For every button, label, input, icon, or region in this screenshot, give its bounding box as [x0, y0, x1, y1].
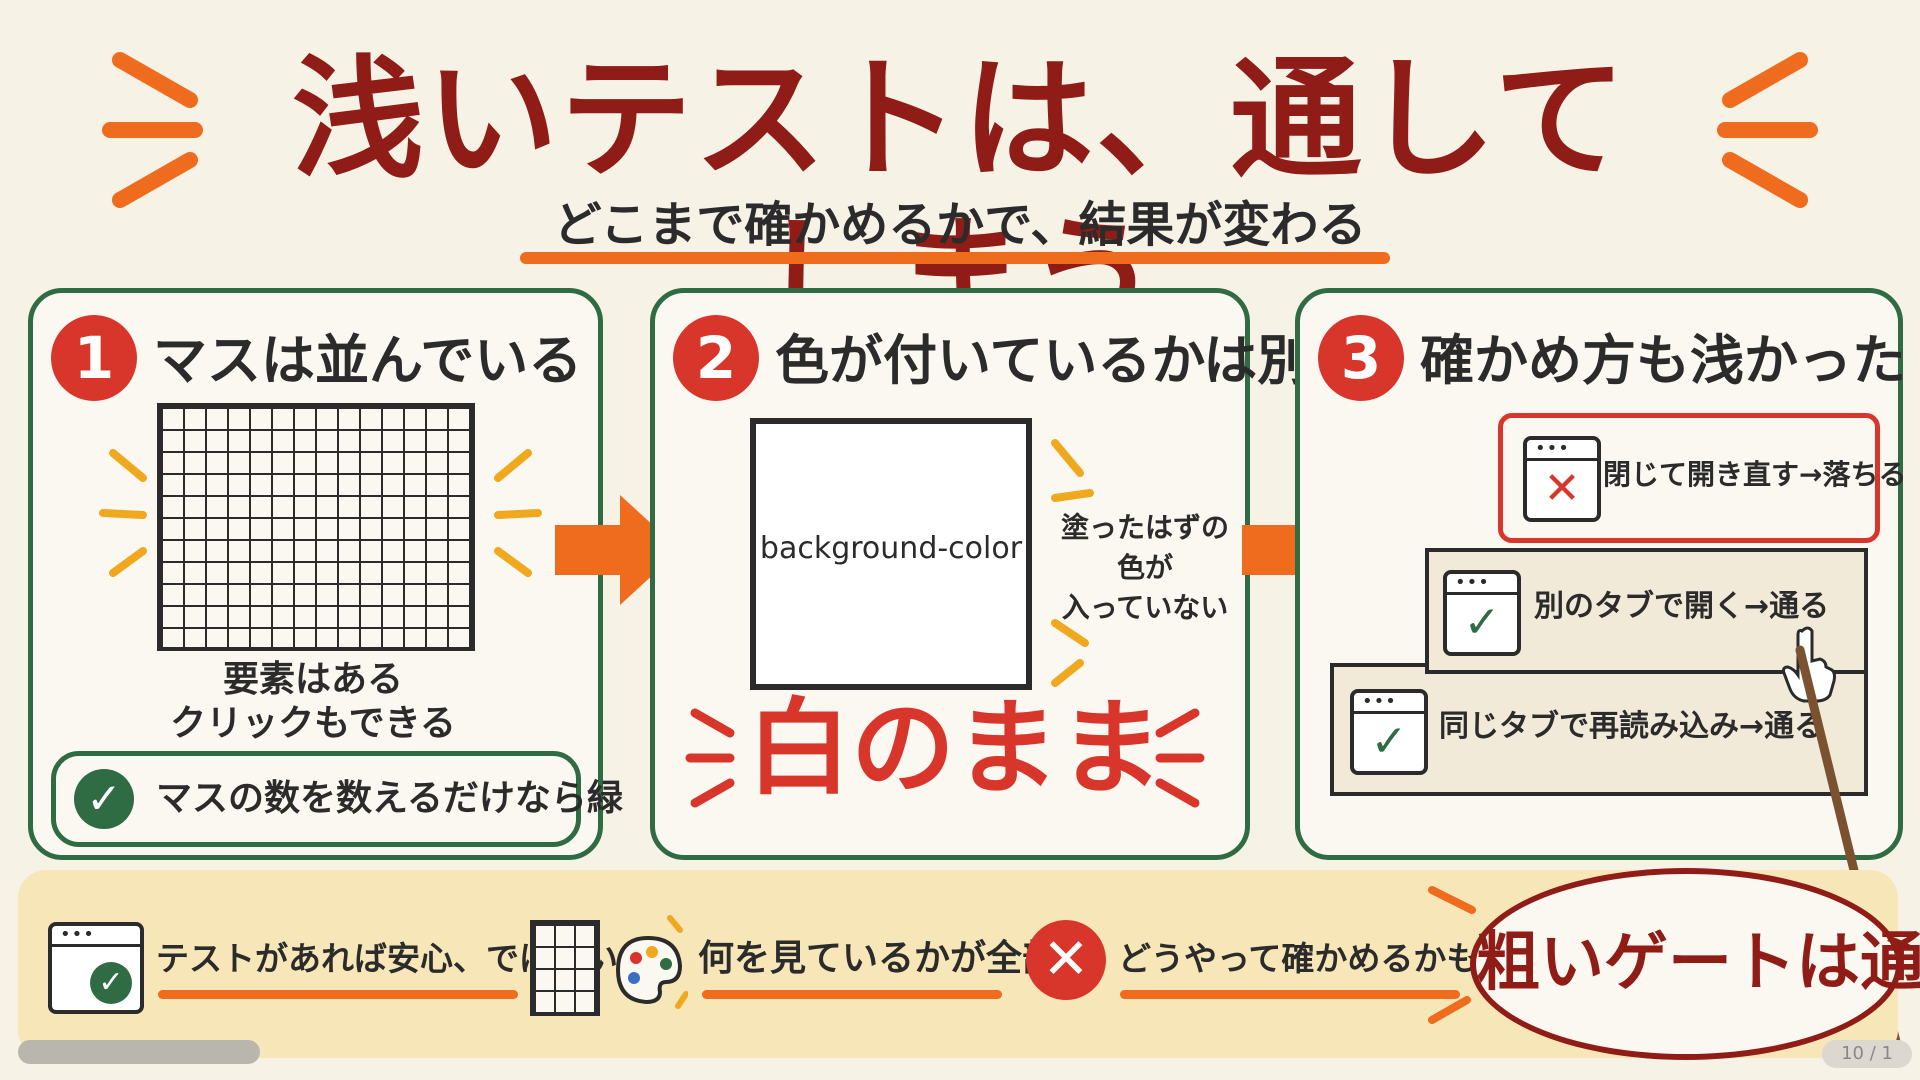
x-mark-icon: ✕: [1543, 463, 1581, 514]
summary-item-2: 何を見ているかが全部: [698, 938, 1059, 979]
arrow-right-icon: [555, 495, 680, 605]
panel-3-number: 3: [1318, 315, 1404, 401]
page-indicator: 10 / 1: [1822, 1040, 1912, 1068]
palette-icon: [615, 915, 688, 1009]
panel-1-title: マスは並んでいる: [153, 329, 583, 392]
step-new-tab-text: 別のタブで開く→通る: [1534, 589, 1830, 624]
window-check-icon: ••• ✓: [1443, 570, 1521, 656]
background-color-box: background-color: [750, 418, 1032, 690]
bubble-burst: [1428, 886, 1476, 1024]
horizontal-scrollbar[interactable]: [18, 1040, 260, 1064]
cell-grid: [157, 403, 475, 651]
panel-1-number: 1: [51, 315, 137, 401]
title-burst-right: [1717, 52, 1818, 208]
emphasis-burst-left: [685, 708, 735, 808]
panel-3-title: 確かめ方も浅かった: [1420, 329, 1906, 392]
mini-grid-icon: [530, 920, 600, 1016]
speech-bubble: 粗いゲートは通す: [1470, 868, 1920, 1060]
window-x-icon: ••• ✕: [1523, 436, 1601, 522]
white-still-emphasis: 白のまま: [746, 687, 1163, 809]
check-mark-icon: ✓: [1370, 716, 1408, 767]
step-same-tab-reload: ••• ✓ 同じタブで再読み込み→通る: [1330, 663, 1868, 796]
summary-item-2-underline: [702, 990, 1002, 999]
paint-note: 塗ったはずの色が 入っていない: [1055, 508, 1235, 628]
window-check-icon: ••• ✓: [1350, 689, 1428, 775]
subtitle-underline: [520, 252, 1390, 264]
panel-2-title: 色が付いているかは別: [775, 329, 1312, 392]
check-mark-icon: ✓: [1463, 597, 1501, 648]
panel-1: 1 マスは並んでいる 要素はある クリックもできる ✓ マスの数を数えるだけなら…: [28, 288, 623, 860]
summary-item-1-underline: [158, 990, 518, 999]
summary-item-3-underline: [1120, 990, 1460, 999]
emphasis-burst-right: [1155, 708, 1205, 808]
green-result-text: マスの数を数えるだけなら緑: [156, 778, 623, 819]
check-circle-icon: ✓: [90, 962, 132, 1004]
green-result-pill: ✓ マスの数を数えるだけなら緑: [51, 751, 623, 847]
background-color-label: background-color: [759, 531, 1023, 566]
title-burst-left: [102, 52, 203, 208]
grid-caption-line2: クリックもできる: [170, 703, 456, 744]
x-circle-icon: ✕: [1026, 920, 1106, 1000]
page-title: 浅いテストは、通してしまう: [291, 43, 1629, 357]
grid-burst-right: [494, 449, 542, 577]
grid-caption: 要素はある クリックもできる: [163, 658, 463, 746]
box-burst: [1051, 439, 1094, 687]
paint-note-line1: 塗ったはずの色が: [1060, 511, 1229, 584]
grid-caption-line1: 要素はある: [222, 659, 403, 700]
panel-2: 2 色が付いているかは別 background-color 塗ったはずの色が 入…: [650, 288, 1311, 860]
paint-note-line2: 入っていない: [1061, 591, 1229, 624]
step-close-reopen-text: 閉じて開き直す→落ちる: [1603, 458, 1907, 491]
step-new-tab: ••• ✓ 別のタブで開く→通る: [1425, 548, 1868, 674]
step-same-tab-reload-text: 同じタブで再読み込み→通る: [1439, 709, 1825, 744]
panel-3: 3 確かめ方も浅かった ••• ✓ 同じタブで再読み込み→通る ••• ✓ 別の…: [1295, 288, 1906, 860]
speech-bubble-text: 粗いゲートは通す: [1476, 926, 1920, 1000]
page-subtitle: どこまで確かめるかで、結果が変わる: [553, 197, 1367, 253]
panel-2-number: 2: [673, 315, 759, 401]
grid-burst-left: [99, 449, 147, 577]
window-check-icon: ••• ✓: [48, 922, 144, 1014]
step-close-reopen: ••• ✕ 閉じて開き直す→落ちる: [1498, 413, 1906, 543]
check-circle-icon: ✓: [74, 769, 134, 829]
